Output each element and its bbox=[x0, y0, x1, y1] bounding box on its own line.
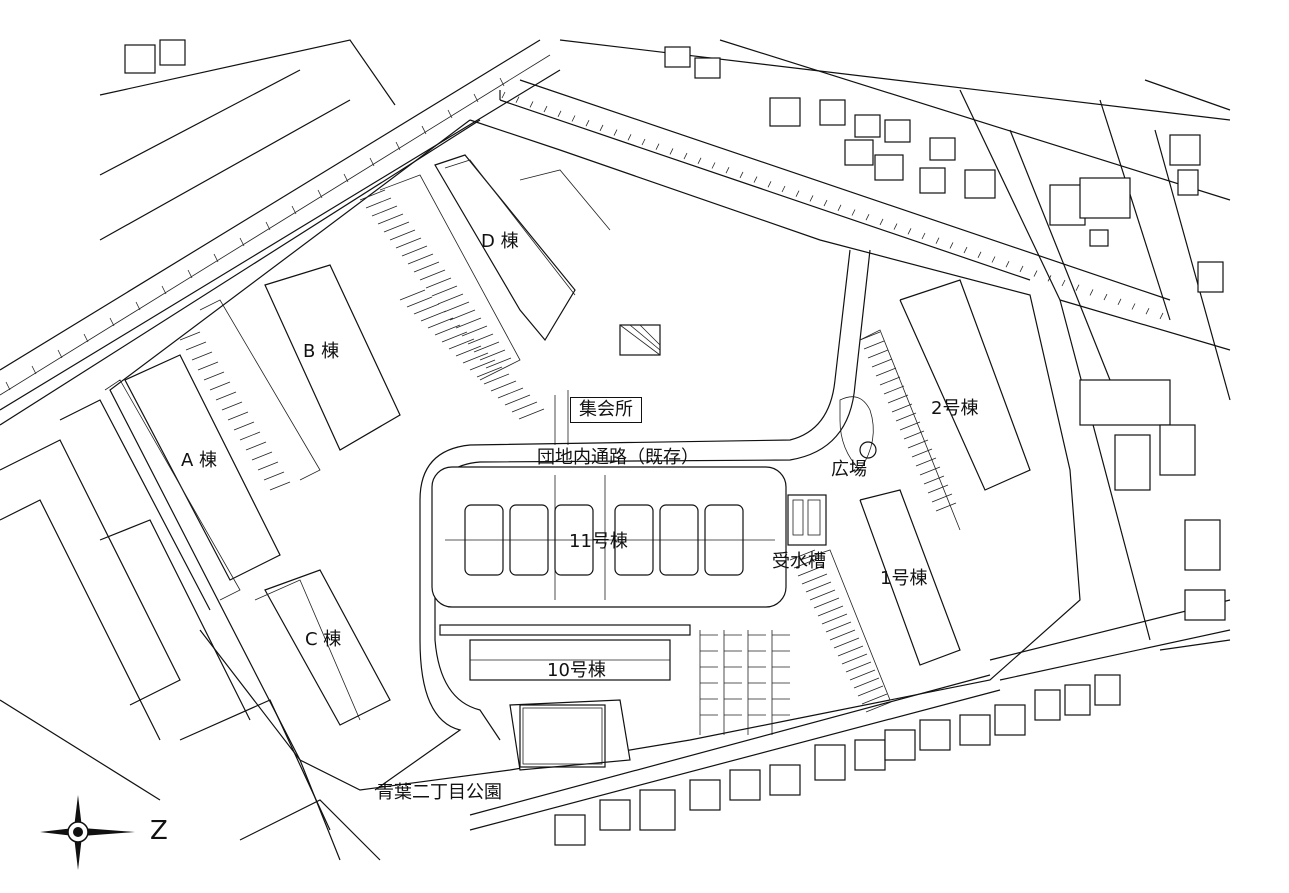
label-water-tank: 受水槽 bbox=[772, 551, 826, 572]
label-building-1: 1号棟 bbox=[880, 568, 928, 589]
plaza-shape bbox=[839, 396, 877, 471]
building-a-shape bbox=[104, 354, 281, 601]
parking-stripes-d bbox=[179, 189, 545, 491]
right-buildings bbox=[1079, 379, 1226, 621]
label-building-11: 11号棟 bbox=[569, 531, 628, 552]
building-10-shape bbox=[439, 624, 691, 681]
label-building-2: 2号棟 bbox=[931, 398, 979, 419]
top-right-buildings bbox=[664, 46, 1224, 293]
north-arrow: Z bbox=[40, 795, 180, 870]
building-11-units bbox=[464, 504, 744, 576]
label-meeting-hall: 集会所 bbox=[570, 397, 642, 423]
parking-stripes-right bbox=[789, 331, 957, 713]
north-letter: Z bbox=[150, 816, 168, 846]
compass-rose-icon bbox=[40, 795, 135, 870]
water-tank-shape bbox=[787, 494, 827, 546]
building-2-shape bbox=[859, 279, 1031, 531]
label-park: 青葉二丁目公園 bbox=[376, 782, 502, 803]
bottom-houses bbox=[469, 674, 1121, 846]
fence-ticks-top bbox=[501, 91, 1164, 320]
main-road bbox=[0, 39, 561, 426]
parking-grid-lower bbox=[699, 630, 790, 735]
label-building-c: C 棟 bbox=[305, 629, 342, 650]
building-c-shape bbox=[254, 569, 391, 726]
park-area bbox=[509, 699, 631, 771]
building-d-shape bbox=[434, 154, 661, 356]
label-building-a: A 棟 bbox=[181, 450, 218, 471]
label-internal-road: 団地内通路（既存） bbox=[537, 447, 699, 468]
label-plaza: 広場 bbox=[831, 459, 867, 480]
lower-left-blocks bbox=[0, 399, 381, 861]
fence-ticks-left bbox=[5, 77, 505, 391]
building-1-shape bbox=[799, 489, 961, 701]
upper-left-blocks bbox=[99, 39, 396, 241]
meeting-hall-shape bbox=[554, 390, 569, 445]
right-roads bbox=[959, 79, 1231, 681]
label-building-10: 10号棟 bbox=[547, 660, 606, 681]
building-b-shape bbox=[199, 174, 521, 481]
label-building-d: D 棟 bbox=[481, 231, 519, 252]
label-building-b: B 棟 bbox=[303, 341, 340, 362]
